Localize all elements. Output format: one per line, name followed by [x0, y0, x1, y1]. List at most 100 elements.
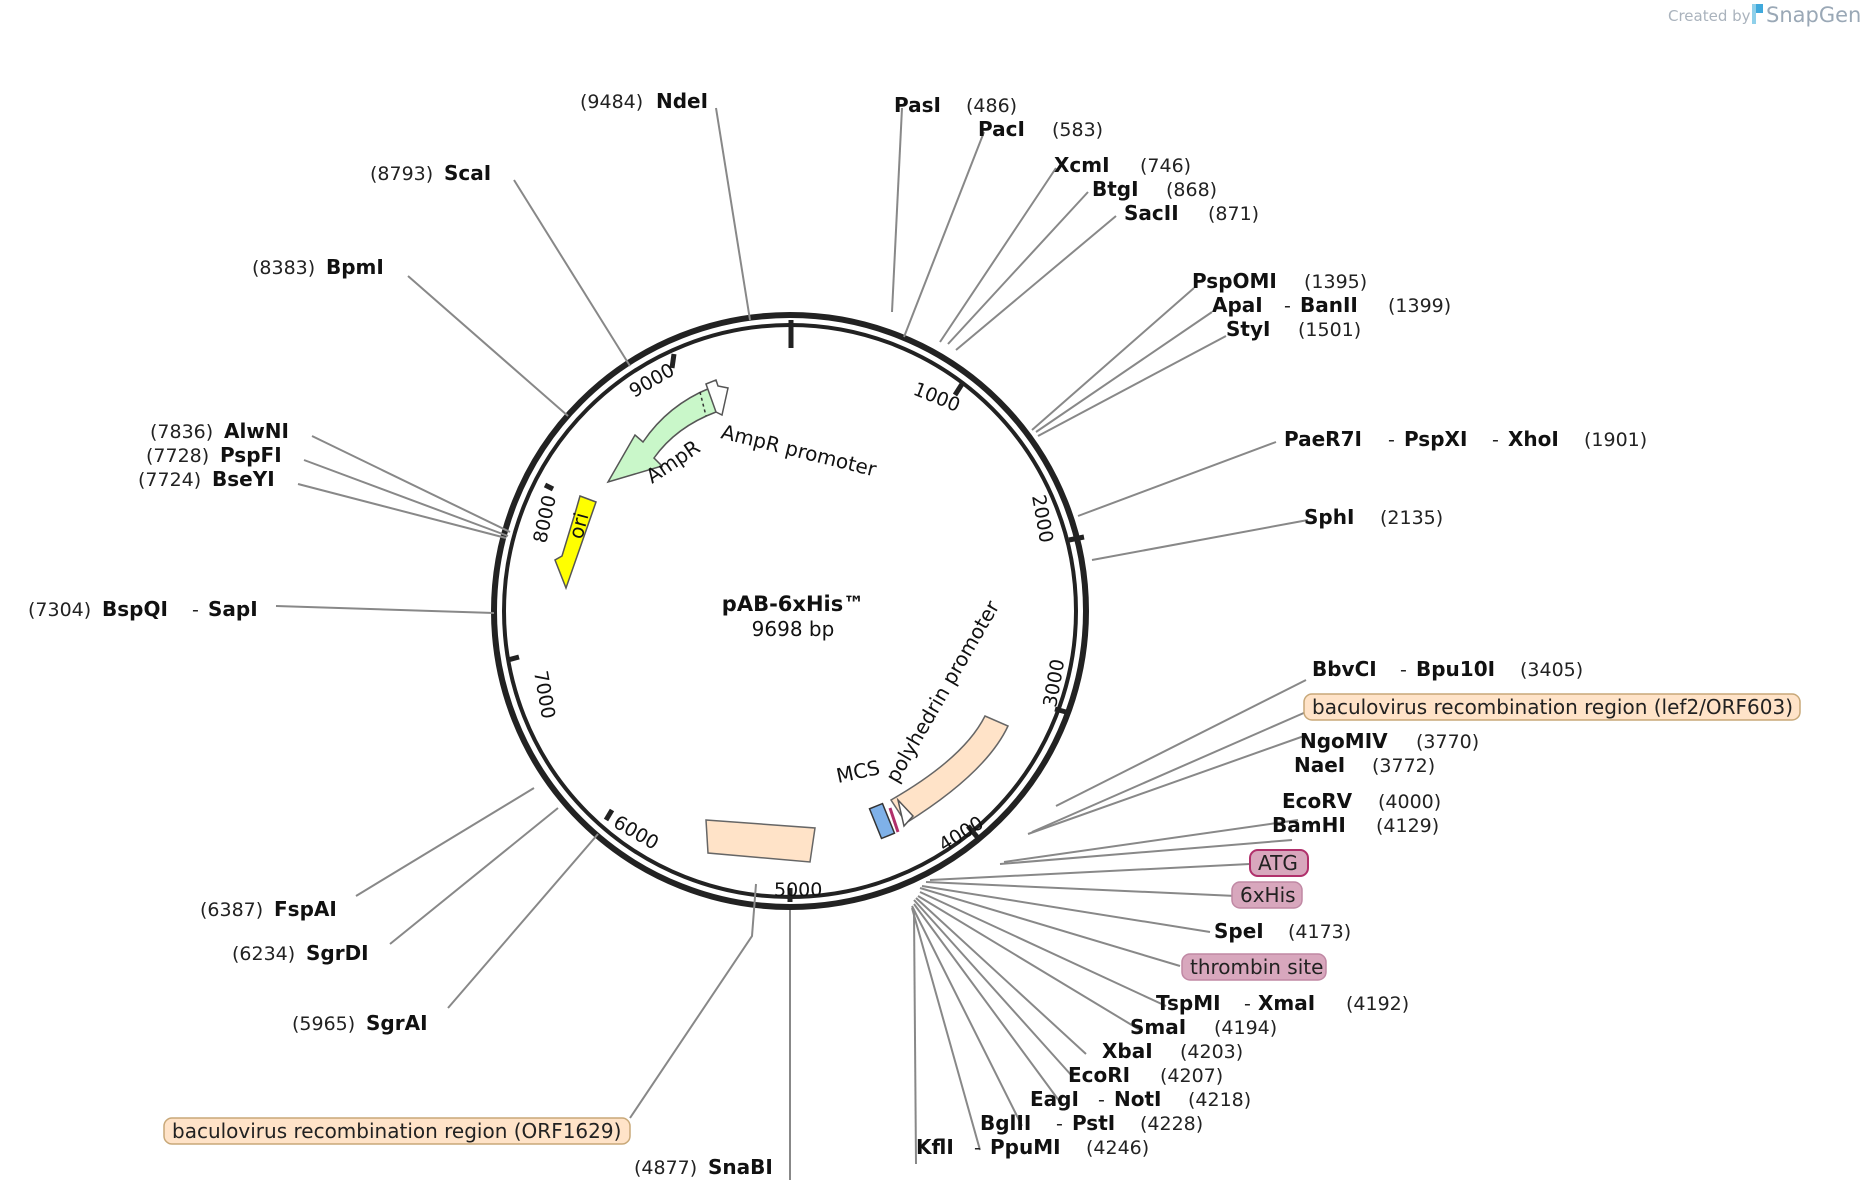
site-bseyi[interactable]: (7724)BseYI: [138, 467, 275, 491]
site-xcmi[interactable]: XcmI(746): [1054, 153, 1191, 177]
feature-box-thrombin-site[interactable]: thrombin site: [1181, 953, 1327, 981]
feature-box-atg-text: ATG: [1258, 851, 1298, 875]
site-naei[interactable]: NaeI(3772): [1294, 753, 1435, 777]
site-spei[interactable]: SpeI (4173): [1214, 919, 1351, 943]
feature-box-lef2-orf603[interactable]: baculovirus recombination region (lef2/O…: [1303, 693, 1801, 721]
site-tspmi-sep: -: [1244, 993, 1251, 1015]
site-ndei-pos: (9484): [580, 91, 643, 113]
site-sacii-pos: (871): [1208, 203, 1259, 225]
feature-box-thrombin-site-text: thrombin site: [1190, 955, 1323, 979]
site-bbvci-bpu10i[interactable]: BbvCI-Bpu10I(3405): [1312, 657, 1583, 681]
site-ecori[interactable]: EcoRI(4207): [1068, 1063, 1223, 1087]
site-sapi-name: SapI: [208, 597, 258, 621]
site-spei-name: SpeI: [1214, 919, 1264, 943]
site-tspmi-xmai[interactable]: TspMI-XmaI(4192): [1156, 991, 1409, 1015]
feature-box-6xhis-text: 6xHis: [1240, 883, 1296, 907]
site-smai-pos: (4194): [1214, 1017, 1277, 1039]
backbone-outer-ring: [491, 312, 1089, 910]
site-styi[interactable]: StyI (1501): [1226, 317, 1361, 341]
feature-box-orf1629-bg: [163, 1117, 631, 1145]
site-ecorv-pos: (4000): [1378, 791, 1441, 813]
site-ndei[interactable]: (9484)NdeI: [580, 89, 708, 113]
site-pasi[interactable]: PasI(486): [894, 93, 1017, 117]
site-sacii-name: SacII: [1124, 201, 1179, 225]
tick-label-1000: 1000: [910, 378, 963, 417]
site-bglii-sep: -: [1056, 1113, 1063, 1135]
site-eagi-noti[interactable]: EagI-NotI(4218): [1030, 1087, 1251, 1111]
site-sacii[interactable]: SacII (871): [1124, 201, 1259, 225]
site-bpmi-pos: (8383): [252, 257, 315, 279]
mcs-block: [868, 802, 896, 840]
site-fspai[interactable]: (6387)FspAI: [200, 897, 337, 921]
site-scai-pos: (8793): [370, 163, 433, 185]
tick-7000: [507, 654, 520, 663]
atg-arrow: [896, 797, 915, 828]
tick-6000: [603, 808, 615, 822]
site-bbvci-sep: -: [1400, 659, 1407, 681]
site-ngomiv-name: NgoMIV: [1300, 729, 1388, 753]
site-pspfi-name: PspFI: [220, 443, 282, 467]
feature-box-lef2-orf603-text: baculovirus recombination region (lef2/O…: [1312, 695, 1793, 719]
site-bseyi-pos: (7724): [138, 469, 201, 491]
site-alwni-name: AlwNI: [224, 419, 289, 443]
site-sgrai[interactable]: (5965)SgrAI: [292, 1011, 428, 1035]
site-apai-pos: (1399): [1388, 295, 1451, 317]
ori-arrow: [554, 495, 597, 591]
feature-box-6xhis[interactable]: 6xHis: [1231, 881, 1303, 909]
site-scai[interactable]: (8793)ScaI: [370, 161, 491, 185]
site-ngomiv[interactable]: NgoMIV(3770): [1300, 729, 1479, 753]
feature-box-atg[interactable]: ATG: [1249, 849, 1309, 877]
his-tag-mark: [888, 807, 900, 833]
site-bspqi-name: BspQI: [102, 597, 168, 621]
site-pspfi[interactable]: (7728) PspFI: [146, 443, 282, 467]
site-bbvci-pos: (3405): [1520, 659, 1583, 681]
site-bspqi-sapi[interactable]: (7304)BspQI-SapI: [28, 597, 258, 621]
site-bpmi-name: BpmI: [326, 255, 384, 279]
ampr-arrow: [606, 386, 717, 484]
site-bglii-psti[interactable]: BglII-PstI(4228): [980, 1111, 1203, 1135]
site-xbai[interactable]: XbaI(4203): [1102, 1039, 1243, 1063]
site-kfli-pos: (4246): [1086, 1137, 1149, 1159]
label-mcs: MCS: [834, 755, 882, 788]
site-alwni[interactable]: (7836)AlwNI: [150, 419, 289, 443]
site-ecorv[interactable]: EcoRV (4000): [1282, 789, 1441, 813]
site-paer7i-pspxi-xhoi[interactable]: PaeR7I-PspXI-XhoI(1901): [1284, 427, 1647, 451]
site-fspai-pos: (6387): [200, 899, 263, 921]
site-noti-name: NotI: [1114, 1087, 1161, 1111]
site-xcmi-pos: (746): [1140, 155, 1191, 177]
site-pspfi-pos: (7728): [146, 445, 209, 467]
site-ecorv-name: EcoRV: [1282, 789, 1353, 813]
site-bamhi-pos: (4129): [1376, 815, 1439, 837]
site-paci[interactable]: PacI(583): [978, 117, 1103, 141]
site-styi-pos: (1501): [1298, 319, 1361, 341]
site-spei-pos: (4173): [1288, 921, 1351, 943]
feature-box-orf1629[interactable]: baculovirus recombination region (ORF162…: [163, 1117, 631, 1145]
tick-3000: [1054, 706, 1067, 715]
plasmid-size: 9698 bp: [752, 617, 835, 641]
site-sgrdi[interactable]: (6234)SgrDI: [232, 941, 369, 965]
site-styi-name: StyI: [1226, 317, 1270, 341]
site-smai[interactable]: SmaI (4194): [1130, 1015, 1277, 1039]
site-paci-name: PacI: [978, 117, 1025, 141]
site-btgi[interactable]: BtgI(868): [1092, 177, 1217, 201]
site-kfli-ppumi[interactable]: KflI-PpuMI(4246): [916, 1135, 1149, 1159]
site-pspomi[interactable]: PspOMI (1395): [1192, 269, 1367, 293]
orf1629-region: [705, 819, 816, 863]
site-pspomi-name: PspOMI: [1192, 269, 1277, 293]
watermark-created-by: Created by: [1668, 7, 1751, 25]
site-bpmi[interactable]: (8383) BpmI: [252, 255, 384, 279]
site-ecori-name: EcoRI: [1068, 1063, 1130, 1087]
site-apai-banii[interactable]: ApaI-BanII(1399): [1212, 293, 1451, 317]
site-bspqi-pos: (7304): [28, 599, 91, 621]
site-snabi[interactable]: (4877)SnaBI: [634, 1155, 773, 1179]
site-bamhi[interactable]: BamHI(4129): [1272, 813, 1439, 837]
site-paer7i-name: PaeR7I: [1284, 427, 1362, 451]
feature-box-lef2-orf603-bg: [1303, 693, 1801, 721]
site-smai-name: SmaI: [1130, 1015, 1186, 1039]
site-xmai-name: XmaI: [1258, 991, 1315, 1015]
site-pspomi-pos: (1395): [1304, 271, 1367, 293]
site-sphi[interactable]: SphI (2135): [1304, 505, 1443, 529]
site-sphi-pos: (2135): [1380, 507, 1443, 529]
ampr-promoter-arrow: [705, 379, 729, 417]
site-sphi-name: SphI: [1304, 505, 1354, 529]
